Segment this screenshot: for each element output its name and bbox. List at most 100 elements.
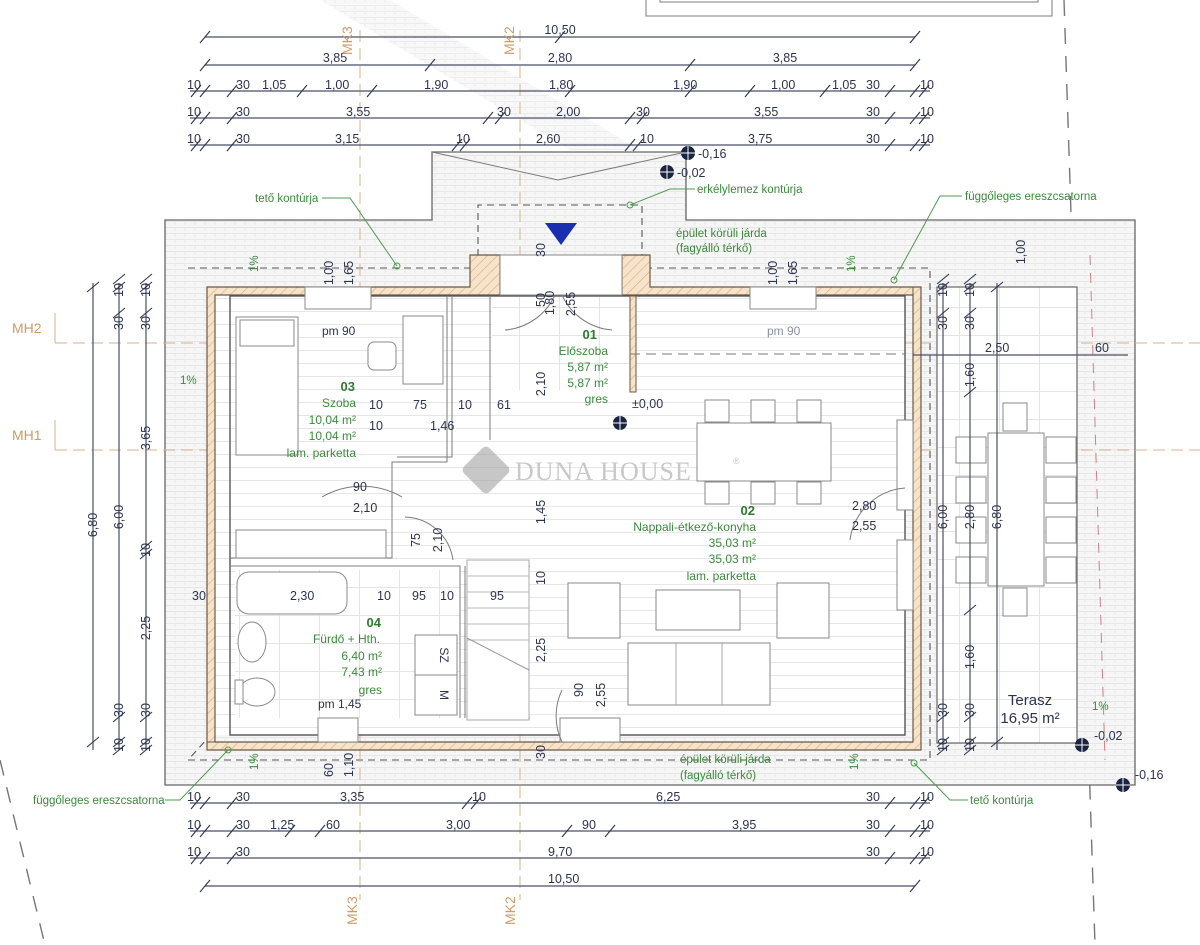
dimension-tick — [936, 711, 950, 723]
dim-top: 10 — [920, 132, 934, 146]
dryer — [414, 634, 458, 676]
level-marker — [681, 146, 695, 160]
dimension-tick — [554, 30, 566, 44]
dimension-tick — [199, 879, 211, 893]
dim-top: 10 — [187, 78, 201, 92]
dim-entry: 2,10 — [534, 372, 548, 396]
dimension-tick — [884, 851, 896, 865]
dim-interior: 95 — [412, 589, 426, 603]
dimension-tick — [624, 111, 636, 125]
level-marker — [613, 416, 627, 430]
dim-left: 30 — [112, 316, 126, 330]
dim-left: 30 — [112, 703, 126, 717]
dim-door: 2,10 — [353, 501, 377, 515]
room-name-02: Nappali-étkező-konyha — [633, 520, 756, 534]
dim-left: 3,65 — [139, 426, 153, 450]
roof-contour-label: tető kontúrja — [255, 193, 319, 205]
dim-interior: 10 — [377, 589, 391, 603]
dimension-tick — [909, 30, 921, 44]
slope-label: 1% — [849, 753, 861, 770]
dim-column: 10 — [534, 571, 548, 585]
room-floor-02: lam. parketta — [687, 569, 757, 583]
dimension-tick — [139, 736, 153, 748]
dim-right: 1,60 — [963, 363, 977, 387]
dim-door: 75 — [409, 533, 423, 547]
dimension-tick — [963, 281, 977, 293]
coffee-table — [655, 589, 741, 631]
dim-entry: 1,80 — [543, 291, 557, 315]
slope-label: 1% — [249, 753, 261, 770]
dim-top: 2,80 — [548, 51, 572, 65]
dim-top: 30 — [866, 105, 880, 119]
dim-top: 30 — [497, 105, 511, 119]
dimension-tick — [909, 879, 921, 893]
level-label: -0,02 — [677, 166, 706, 180]
dimension-tick — [909, 796, 921, 810]
dim-left: 30 — [139, 316, 153, 330]
dimension-tick — [226, 824, 238, 838]
watermark-registered: ® — [733, 456, 740, 466]
axis-label-mh1: MH1 — [12, 427, 42, 443]
dimension-tick — [918, 84, 930, 98]
level-marker — [1116, 778, 1130, 792]
dim-left: 6,80 — [86, 513, 100, 537]
balcony-contour-label: erkélylemez kontúrja — [697, 184, 803, 196]
watermark-text: DUNA HOUSE — [515, 457, 692, 486]
dim-top: 30 — [236, 105, 250, 119]
dim-right: 30 — [963, 316, 977, 330]
dimension-tick — [936, 744, 950, 756]
dim-bath-width: 2,30 — [290, 589, 314, 603]
dim-bottom: 3,00 — [446, 818, 470, 832]
dim-bottom: 30 — [866, 845, 880, 859]
axis-label-mk2: MK2 — [502, 896, 518, 925]
dim-bottom: 30 — [866, 818, 880, 832]
dimension-tick — [990, 281, 1004, 293]
dim-bottom: 30 — [236, 845, 250, 859]
dim-right: 10 — [963, 738, 977, 752]
dim-top-offset: 1,00 — [1014, 240, 1028, 264]
balcony-contour-line — [477, 204, 643, 268]
dim-top: 2,60 — [536, 132, 560, 146]
dim-top: 10 — [920, 105, 934, 119]
dim-top: 10 — [920, 78, 934, 92]
dimension-tick — [963, 273, 977, 285]
toilet — [238, 677, 276, 707]
room-floor-01: gres — [585, 392, 608, 406]
dimension-tick — [226, 851, 238, 865]
dim-bottom: 10 — [187, 790, 201, 804]
room-number-03: 03 — [341, 379, 355, 394]
dim-top: 3,85 — [323, 51, 347, 65]
dimension-tick — [884, 796, 896, 810]
dim-top: 10 — [640, 132, 654, 146]
dim-door: 2,10 — [431, 528, 445, 552]
dim-right: 10 — [963, 283, 977, 297]
dim-door: 2,55 — [852, 519, 876, 533]
dimension-tick — [963, 711, 977, 723]
sill-height: pm 90 — [767, 324, 801, 338]
dim-top: 1,90 — [424, 78, 448, 92]
dimension-tick — [918, 111, 930, 125]
dim-window: 1,00 — [766, 261, 780, 285]
dimension-tick — [424, 58, 436, 72]
dimension-tick — [199, 824, 211, 838]
level-label: -0,16 — [698, 147, 727, 161]
dimension-tick — [451, 138, 463, 152]
dimension-tick — [963, 736, 977, 748]
dimension-tick — [744, 84, 756, 98]
dim-top: 3,75 — [748, 132, 772, 146]
dimension-tick — [199, 851, 211, 865]
dimension-tick — [918, 138, 930, 152]
dimension-tick — [909, 824, 921, 838]
room-area-03: 10,04 m² — [309, 413, 356, 427]
dim-window: 1,10 — [342, 753, 356, 777]
dimension-tick — [190, 84, 202, 98]
dim-interior: 95 — [490, 589, 504, 603]
level-label: ±0,00 — [632, 397, 663, 411]
dimension-tick — [963, 307, 977, 319]
dimension-tick — [139, 744, 153, 756]
dim-window: 60 — [322, 763, 336, 777]
dim-door: 2,55 — [594, 683, 608, 707]
dim-left: 10 — [112, 738, 126, 752]
dim-bottom: 9,70 — [548, 845, 572, 859]
watermark-logo — [462, 446, 510, 494]
